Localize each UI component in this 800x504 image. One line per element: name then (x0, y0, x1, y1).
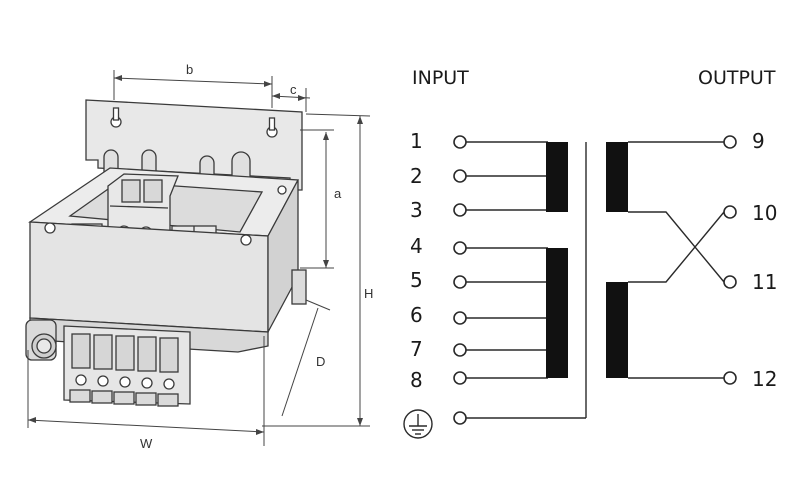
output-header: OUTPUT (698, 67, 776, 89)
dim-label-d: D (316, 354, 325, 369)
input-terminal-3: 3 (410, 198, 423, 222)
input-header: INPUT (412, 67, 469, 89)
input-terminal-5: 5 (410, 268, 423, 292)
output-terminal-11: 11 (752, 270, 777, 294)
input-terminal-6: 6 (410, 303, 423, 327)
input-terminal-1: 1 (410, 129, 423, 153)
primary-coil-lower (546, 248, 568, 378)
keyhole-left-icon (110, 107, 122, 128)
dim-label-h: H (364, 286, 373, 301)
transformer-drawing (25, 99, 307, 407)
primary-coil-upper (546, 142, 568, 212)
input-terminal-numbers: 1 2 3 4 5 6 7 8 (410, 129, 423, 392)
output-terminal-12: 12 (752, 367, 777, 391)
core-front-face (29, 221, 269, 333)
input-terminal-8: 8 (410, 368, 423, 392)
secondary-coil-lower (606, 282, 628, 378)
transformer-coils (546, 142, 628, 378)
input-terminal-4: 4 (410, 234, 423, 258)
dimension-arrows (28, 75, 363, 435)
dim-label-b: b (186, 62, 193, 77)
input-terminal-7: 7 (410, 337, 423, 361)
schematic-wires (466, 141, 725, 419)
input-terminal-2: 2 (410, 164, 423, 188)
output-terminal-10: 10 (752, 201, 777, 225)
dim-label-w: W (140, 436, 153, 451)
dim-label-c: c (290, 82, 297, 97)
terminal-circles (453, 135, 737, 425)
keyhole-right-icon (266, 117, 278, 138)
output-terminal-9: 9 (752, 129, 765, 153)
cable-gland (25, 319, 57, 361)
dim-label-a: a (334, 186, 342, 201)
earth-ground-icon (403, 409, 433, 439)
bottom-terminal-strip (63, 325, 191, 407)
output-terminal-numbers: 9 10 11 12 (752, 129, 777, 391)
secondary-coil-upper (606, 142, 628, 212)
